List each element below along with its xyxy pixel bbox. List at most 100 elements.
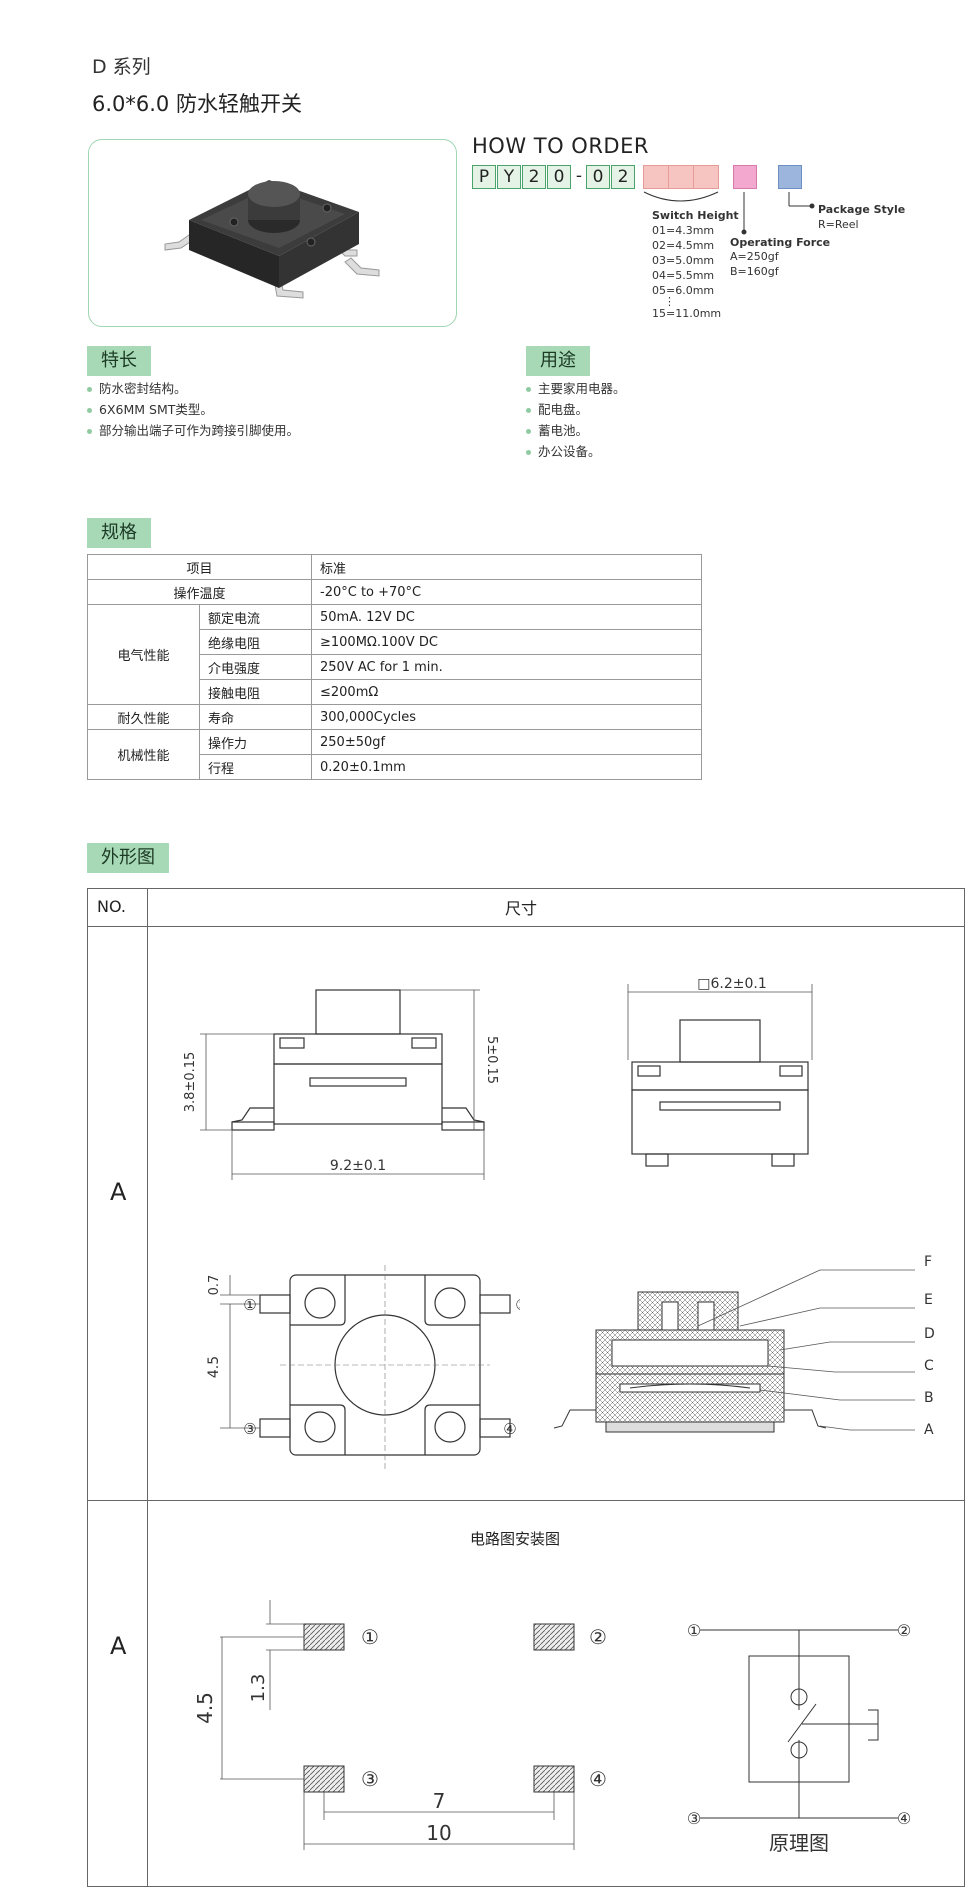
option: 01=4.3mm bbox=[652, 224, 715, 237]
force-code-box bbox=[733, 165, 757, 189]
list-item: 配电盘。 bbox=[526, 399, 626, 420]
list-item: 蓄电池。 bbox=[526, 420, 626, 441]
list-item: 部分输出端子可作为跨接引脚使用。 bbox=[87, 420, 299, 441]
option: R=Reel bbox=[818, 218, 859, 231]
pin-label: ① bbox=[243, 1296, 256, 1314]
package-code-box bbox=[778, 165, 802, 189]
top-view-drawing: 0.7 4.5 ① ② ③ ④ bbox=[206, 1265, 520, 1470]
schematic-drawing: ① ② ③ ④ 原理图 bbox=[687, 1621, 911, 1855]
code-char: P bbox=[472, 165, 496, 189]
pcb-inner-dim: 7 bbox=[433, 1789, 446, 1813]
table-row: 机械性能 操作力 250±50gf bbox=[87, 729, 702, 780]
table-row: 绝缘电阻 ≥100MΩ.100V DC bbox=[88, 629, 702, 655]
product-image bbox=[164, 180, 380, 299]
pcb-pad: 1.3 bbox=[248, 1674, 269, 1703]
pin-label: ① bbox=[361, 1625, 379, 1649]
spec-value: ≤200mΩ bbox=[311, 679, 702, 705]
dim-square: □6.2±0.1 bbox=[697, 976, 767, 992]
pin-label: ① bbox=[687, 1621, 701, 1640]
cross-section-drawing: F E D C B A bbox=[553, 1254, 935, 1438]
spec-label: 操作温度 bbox=[87, 579, 312, 605]
layer-label: E bbox=[924, 1292, 933, 1308]
option: A=250gf bbox=[730, 250, 779, 263]
option: B=160gf bbox=[730, 265, 779, 278]
spec-label: 操作力 bbox=[199, 729, 312, 755]
table-row: 电气性能 额定电流 50mA. 12V DC bbox=[87, 604, 702, 705]
specs-table: 项目 标准 操作温度 -20°C to +70°C 电气性能 额定电流 50mA… bbox=[87, 554, 702, 780]
product-photo-frame bbox=[88, 139, 457, 327]
spec-label: 额定电流 bbox=[199, 604, 312, 630]
spec-value: 300,000Cycles bbox=[311, 704, 702, 730]
circuit-install-title: 电路图安装图 bbox=[470, 1530, 561, 1548]
list-item: 防水密封结构。 bbox=[87, 378, 299, 399]
dim-pitch: 4.5 bbox=[206, 1356, 222, 1378]
operating-force-label: Operating Force bbox=[730, 236, 831, 249]
spec-label: 寿命 bbox=[199, 704, 312, 730]
features-heading: 特长 bbox=[87, 346, 151, 376]
uses-list: 主要家用电器。 配电盘。 蓄电池。 办公设备。 bbox=[526, 378, 626, 462]
code-char: 2 bbox=[611, 165, 635, 189]
layer-label: B bbox=[924, 1390, 934, 1406]
pcb-outer-dim: 10 bbox=[426, 1821, 451, 1845]
product-title: 6.0*6.0 防水轻触开关 bbox=[92, 92, 302, 116]
height-code-box bbox=[693, 165, 719, 189]
row-divider bbox=[87, 1500, 965, 1501]
list-item: 主要家用电器。 bbox=[526, 378, 626, 399]
code-char: 0 bbox=[586, 165, 610, 189]
outline-table bbox=[87, 888, 965, 1887]
spec-group: 耐久性能 bbox=[87, 704, 200, 730]
package-style-options: R=Reel bbox=[818, 217, 859, 232]
table-row: 耐久性能 寿命 300,000Cycles bbox=[87, 704, 702, 730]
pcb-pitch: 4.5 bbox=[193, 1692, 217, 1724]
operating-force-options: A=250gf B=160gf bbox=[730, 249, 779, 279]
table-header-row: 项目 标准 bbox=[87, 554, 702, 580]
layer-label: C bbox=[924, 1358, 934, 1374]
spec-label: 介电强度 bbox=[199, 654, 312, 680]
pin-label: ② bbox=[589, 1625, 607, 1649]
spec-group: 电气性能 bbox=[87, 604, 200, 705]
row-divider bbox=[87, 926, 965, 927]
option: 05=6.0mm bbox=[652, 284, 715, 297]
series-label: D 系列 bbox=[92, 56, 151, 78]
spec-value: 50mA. 12V DC bbox=[311, 604, 702, 630]
table-row: 行程 0.20±0.1mm bbox=[88, 754, 702, 780]
code-char: 0 bbox=[547, 165, 571, 189]
col-standard-header: 标准 bbox=[311, 554, 702, 580]
dim-offset: 0.7 bbox=[207, 1275, 222, 1296]
order-connectors bbox=[643, 191, 815, 235]
spec-value: 250V AC for 1 min. bbox=[311, 654, 702, 680]
dim-width: 9.2±0.1 bbox=[330, 1158, 386, 1174]
spec-value: 250±50gf bbox=[311, 729, 702, 755]
switch-height-label: Switch Height bbox=[652, 209, 739, 222]
row-no: A bbox=[110, 1178, 127, 1206]
specs-heading: 规格 bbox=[87, 518, 151, 548]
switch-height-options: 01=4.3mm 02=4.5mm 03=5.0mm 04=5.5mm 05=6… bbox=[652, 223, 721, 321]
table-row: 介电强度 250V AC for 1 min. bbox=[88, 654, 702, 680]
spec-label: 接触电阻 bbox=[199, 679, 312, 705]
front-view-drawing: 3.8±0.15 5±0.15 9.2±0.1 bbox=[183, 989, 499, 1180]
spec-value: ≥100MΩ.100V DC bbox=[311, 629, 702, 655]
option: ⋮ bbox=[664, 295, 675, 308]
list-item: 办公设备。 bbox=[526, 441, 626, 462]
row-no: A bbox=[110, 1632, 127, 1660]
outline-heading: 外形图 bbox=[87, 843, 169, 873]
col-no-header: NO. bbox=[97, 897, 126, 916]
col-size-header: 尺寸 bbox=[505, 899, 538, 918]
layer-label: F bbox=[924, 1254, 932, 1270]
package-style-label: Package Style bbox=[818, 203, 906, 216]
pin-label: ④ bbox=[589, 1767, 607, 1791]
code-char: Y bbox=[497, 165, 521, 189]
schematic-caption: 原理图 bbox=[769, 1831, 829, 1855]
code-separator: - bbox=[575, 166, 583, 186]
list-item: 6X6MM SMT类型。 bbox=[87, 399, 299, 420]
how-to-order-title: HOW TO ORDER bbox=[472, 134, 649, 158]
height-code-box bbox=[668, 165, 694, 189]
spec-value: -20°C to +70°C bbox=[311, 579, 702, 605]
spec-label: 行程 bbox=[199, 754, 312, 780]
option: 15=11.0mm bbox=[652, 307, 722, 320]
pin-label: ② bbox=[515, 1296, 520, 1314]
layer-label: D bbox=[924, 1326, 935, 1342]
layer-label: A bbox=[924, 1422, 934, 1438]
pin-label: ③ bbox=[687, 1809, 701, 1828]
column-divider bbox=[147, 888, 148, 1886]
